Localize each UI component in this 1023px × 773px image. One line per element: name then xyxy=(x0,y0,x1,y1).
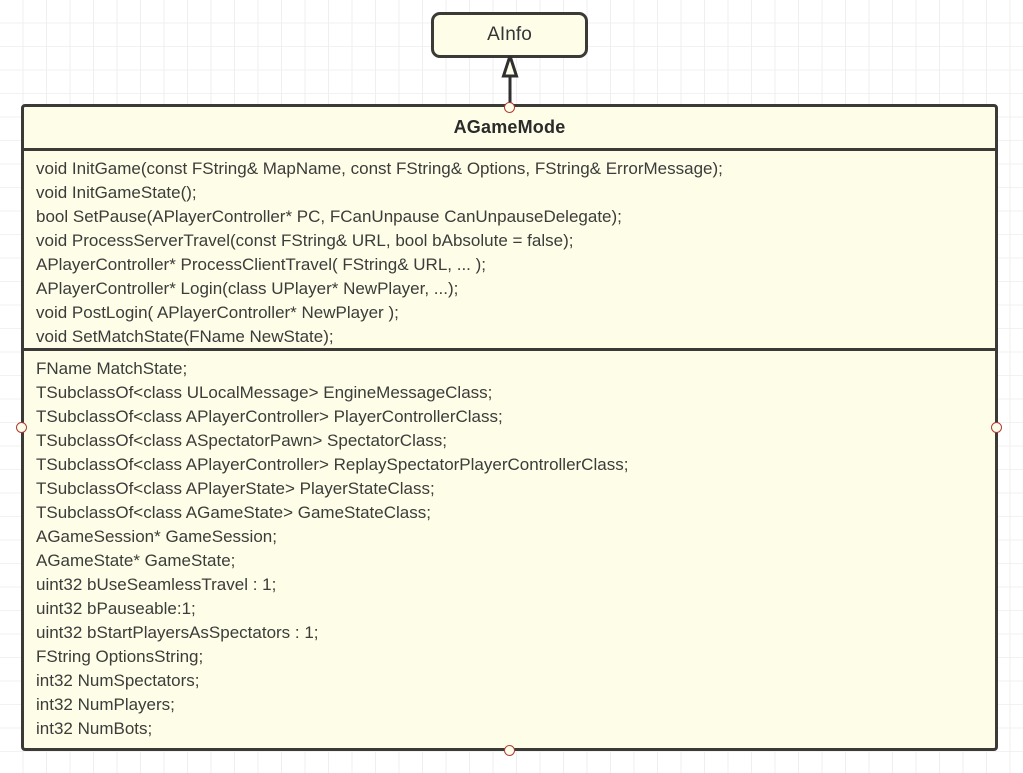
class-title-section: AGameMode xyxy=(24,107,995,151)
class-name-agamemode: AGameMode xyxy=(453,117,566,137)
attribute-line: FString OptionsString; xyxy=(36,647,204,666)
attribute-line: int32 NumBots; xyxy=(36,719,153,738)
attribute-line: AGameState* GameState; xyxy=(36,551,236,570)
method-line: void ProcessServerTravel(const FString& … xyxy=(36,231,574,250)
generalization-arrow-icon xyxy=(501,56,519,108)
method-line: void InitGameState(); xyxy=(36,183,197,202)
class-box-ainfo[interactable]: AInfo xyxy=(431,12,588,58)
connection-point-bottom[interactable] xyxy=(504,745,515,756)
method-line: void InitGame(const FString& MapName, co… xyxy=(36,159,723,178)
attribute-line: TSubclassOf<class ULocalMessage> EngineM… xyxy=(36,383,493,402)
connection-point-left[interactable] xyxy=(16,422,27,433)
attribute-line: TSubclassOf<class AGameState> GameStateC… xyxy=(36,503,431,522)
method-line: APlayerController* ProcessClientTravel( … xyxy=(36,255,487,274)
connection-point-top[interactable] xyxy=(504,102,515,113)
attribute-line: AGameSession* GameSession; xyxy=(36,527,277,546)
attribute-line: FName MatchState; xyxy=(36,359,188,378)
method-line: void SetMatchState(FName NewState); xyxy=(36,327,334,346)
method-line: void PostLogin( APlayerController* NewPl… xyxy=(36,303,399,322)
attribute-line: TSubclassOf<class APlayerController> Pla… xyxy=(36,407,503,426)
connection-point-right[interactable] xyxy=(991,422,1002,433)
attribute-line: uint32 bUseSeamlessTravel : 1; xyxy=(36,575,277,594)
method-line: bool SetPause(APlayerController* PC, FCa… xyxy=(36,207,622,226)
class-box-agamemode[interactable]: AGameMode void InitGame(const FString& M… xyxy=(21,104,998,751)
attribute-line: TSubclassOf<class APlayerState> PlayerSt… xyxy=(36,479,435,498)
attribute-line: TSubclassOf<class ASpectatorPawn> Specta… xyxy=(36,431,448,450)
attributes-section: FName MatchState; TSubclassOf<class ULoc… xyxy=(24,351,995,748)
attribute-line: TSubclassOf<class APlayerController> Rep… xyxy=(36,455,629,474)
method-line: APlayerController* Login(class UPlayer* … xyxy=(36,279,459,298)
attribute-line: int32 NumPlayers; xyxy=(36,695,175,714)
methods-section: void InitGame(const FString& MapName, co… xyxy=(24,151,995,351)
attribute-line: uint32 bStartPlayersAsSpectators : 1; xyxy=(36,623,319,642)
class-name-ainfo: AInfo xyxy=(487,24,532,45)
attribute-line: uint32 bPauseable:1; xyxy=(36,599,196,618)
attribute-line: int32 NumSpectators; xyxy=(36,671,200,690)
